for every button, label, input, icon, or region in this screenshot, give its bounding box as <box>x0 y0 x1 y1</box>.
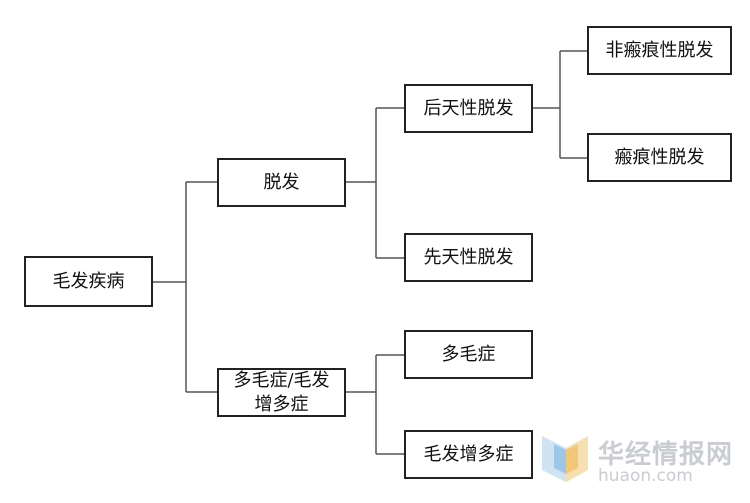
scarring-hair-loss-label: 瘢痕性脱发 <box>614 146 705 168</box>
non-scarring-hair-loss-label: 非瘢痕性脱发 <box>605 39 714 61</box>
hair-loss-label: 脱发 <box>263 171 300 193</box>
watermark: 华经情报网 huaon.com <box>540 432 740 488</box>
watermark-url: huaon.com <box>598 466 693 486</box>
root-label: 毛发疾病 <box>52 270 125 292</box>
watermark-logo-icon <box>542 436 588 482</box>
hypertrichosis-branch-label-line1: 多毛症/毛发 <box>233 369 330 391</box>
hypertrichosis-branch-node: 多毛症/毛发 增多症 <box>217 368 346 417</box>
root-node: 毛发疾病 <box>24 256 153 307</box>
hypertrichosis-node: 毛发增多症 <box>404 430 533 479</box>
watermark-name: 华经情报网 <box>598 440 734 470</box>
hirsutism-label: 多毛症 <box>441 343 496 365</box>
congenital-hair-loss-node: 先天性脱发 <box>404 233 533 282</box>
hypertrichosis-label: 毛发增多症 <box>423 443 514 465</box>
congenital-hair-loss-label: 先天性脱发 <box>423 246 514 268</box>
scarring-hair-loss-node: 瘢痕性脱发 <box>587 133 732 182</box>
hirsutism-node: 多毛症 <box>404 330 533 379</box>
acquired-hair-loss-label: 后天性脱发 <box>423 97 514 119</box>
hypertrichosis-branch-label-line2: 增多症 <box>254 393 309 415</box>
hair-loss-node: 脱发 <box>217 158 346 207</box>
acquired-hair-loss-node: 后天性脱发 <box>404 84 533 133</box>
non-scarring-hair-loss-node: 非瘢痕性脱发 <box>587 26 732 75</box>
